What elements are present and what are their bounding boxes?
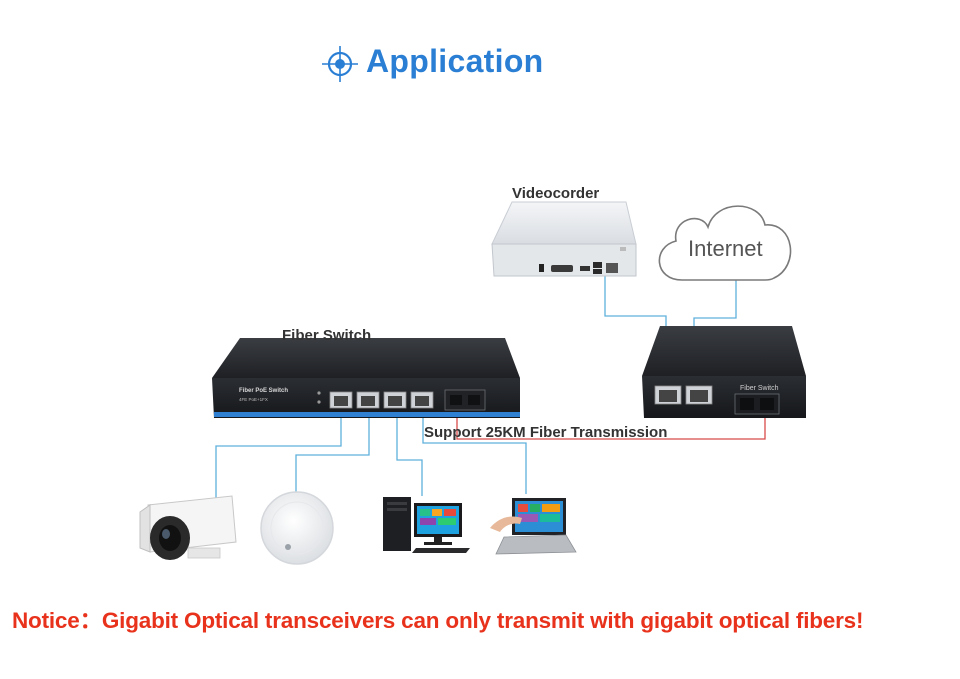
fiber-connection bbox=[456, 410, 766, 440]
target-icon bbox=[322, 46, 358, 82]
lan-line-camera bbox=[215, 410, 342, 500]
lan-line-access-point bbox=[295, 410, 370, 492]
fiber-switch-device: Fiber PoE Switch 4FE PoE+1FX bbox=[212, 338, 520, 418]
lan-line-computer bbox=[396, 410, 423, 496]
laptop-icon bbox=[490, 498, 577, 555]
fiber-switch-label: Fiber Switch bbox=[282, 327, 371, 344]
internet-label: Internet bbox=[688, 236, 763, 261]
fiber-transmission-label: Support 25KM Fiber Transmission bbox=[424, 424, 667, 441]
page-title: Application bbox=[366, 43, 544, 79]
switch-face-label: Fiber PoE Switch bbox=[239, 388, 288, 394]
videocorder-label: Videocorder bbox=[512, 185, 599, 202]
access-point-icon bbox=[260, 491, 334, 565]
videocorder-device bbox=[491, 201, 637, 277]
desktop-computer-icon bbox=[383, 497, 470, 553]
notice-text: Notice：Gigabit Optical transceivers can … bbox=[12, 608, 864, 633]
fiber-transceiver-device: Fiber Switch bbox=[642, 326, 806, 418]
cloud-icon bbox=[658, 205, 792, 281]
lan-line-laptop bbox=[422, 410, 527, 494]
transceiver-face-label: Fiber Switch bbox=[740, 385, 779, 392]
switch-model-label: 4FE PoE+1FX bbox=[239, 397, 268, 402]
camera-icon bbox=[139, 495, 237, 560]
